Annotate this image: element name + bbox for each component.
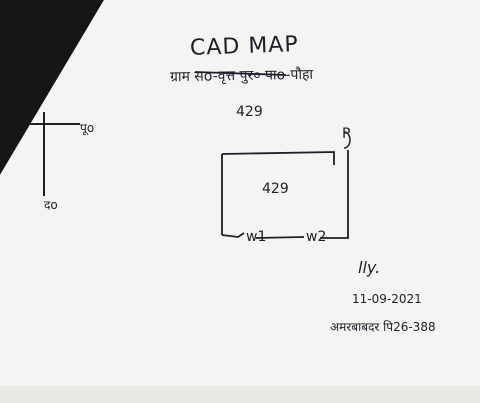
plot-bottom-middle [255,236,305,239]
compass-south-label: दo [44,198,58,212]
plot-number-center: 429 [262,181,289,197]
map-title: CAD MAP [189,32,300,61]
plot-right-edge [320,150,349,239]
compass-east-label: पूo [80,121,95,135]
bottom-edge [0,386,480,403]
plot-number-top: 429 [236,104,263,120]
w2-label: w2 [306,229,327,245]
signatory-name: अमरबाबदर पि26-388 [330,320,436,334]
plot-bottom-left [221,232,245,238]
signature: lly. [358,258,381,277]
title-underline [194,71,287,76]
p-marker [343,131,351,149]
location-header: ग्राम सo-वृत्त पुर० पाo-पौहा [169,66,314,86]
p-label: P [342,126,351,142]
signature-date: 11-09-2021 [352,292,422,306]
w1-label: w1 [246,229,267,245]
plot-top-edge [221,151,335,165]
paper-surface [0,0,470,400]
